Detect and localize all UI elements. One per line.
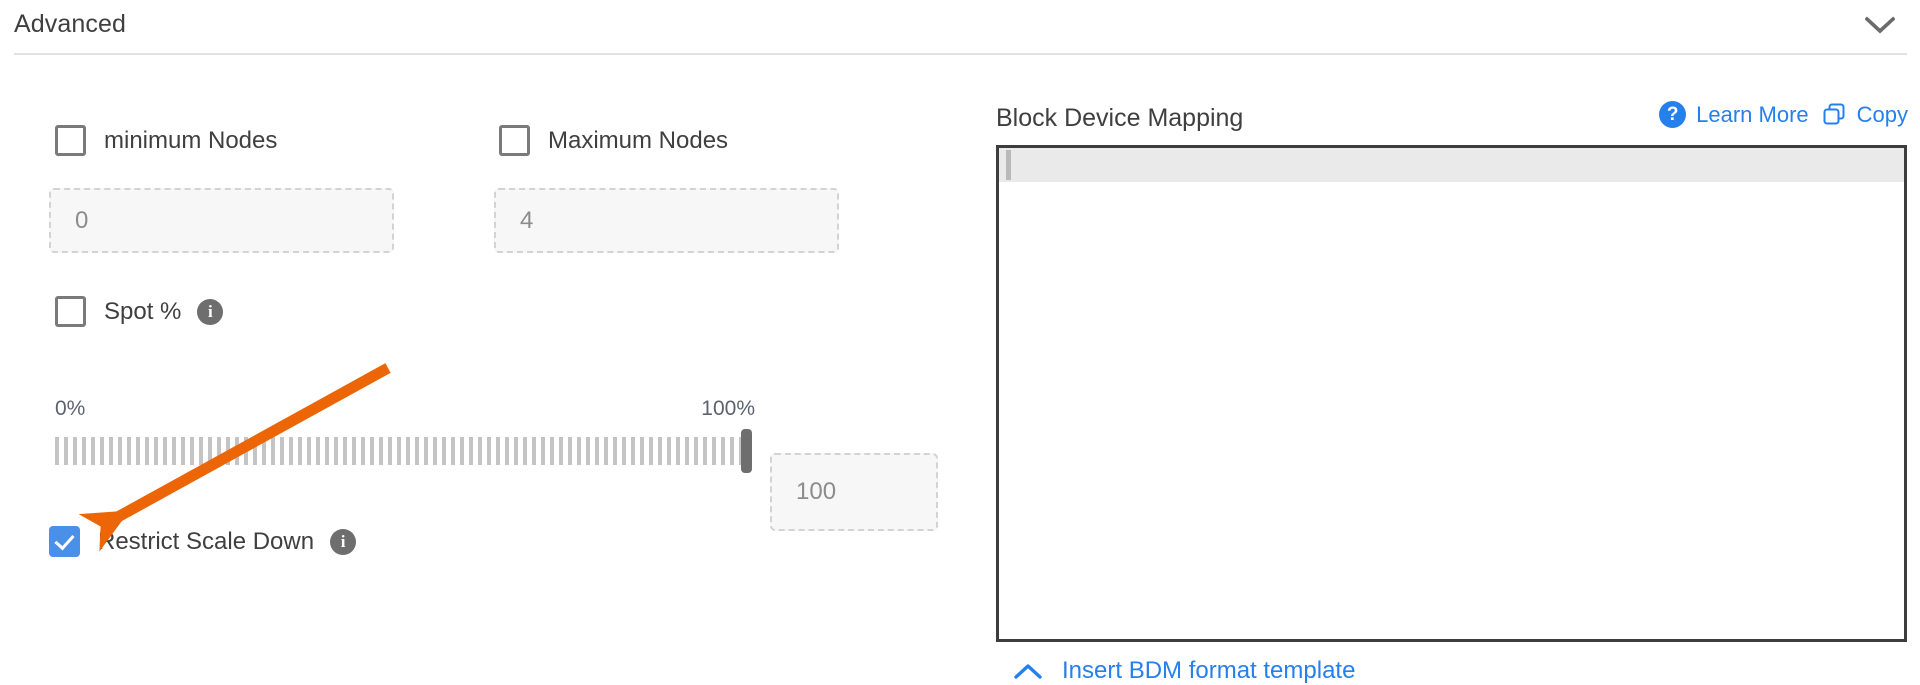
maximum-nodes-checkbox-row[interactable]: Maximum Nodes — [499, 125, 728, 156]
slider-thumb[interactable] — [741, 429, 752, 473]
spot-percent-value-input[interactable]: 100 — [770, 453, 938, 531]
maximum-nodes-checkbox[interactable] — [499, 125, 530, 156]
block-device-mapping-panel: Block Device Mapping ? Learn More Copy I… — [996, 53, 1920, 684]
restrict-scale-down-checkbox-row[interactable]: Restrict Scale Down i — [49, 526, 357, 557]
learn-more-link[interactable]: ? Learn More — [1659, 101, 1809, 128]
editor-caret — [1006, 150, 1011, 180]
copy-label: Copy — [1856, 101, 1908, 127]
info-icon[interactable]: i — [197, 298, 224, 325]
spot-percent-checkbox[interactable] — [55, 296, 86, 327]
learn-more-label: Learn More — [1696, 101, 1809, 127]
spot-percent-checkbox-row[interactable]: Spot % i — [55, 296, 224, 327]
spot-percent-label: Spot % — [104, 297, 182, 325]
minimum-nodes-input[interactable]: 0 — [49, 188, 394, 253]
maximum-nodes-label: Maximum Nodes — [548, 126, 729, 154]
slider-track[interactable] — [55, 437, 755, 465]
chevron-down-icon — [1865, 16, 1895, 34]
minimum-nodes-checkbox[interactable] — [55, 125, 86, 156]
block-device-mapping-actions: ? Learn More Copy — [1659, 101, 1908, 128]
insert-bdm-template-label: Insert BDM format template — [1062, 657, 1356, 684]
slider-max-label: 100% — [701, 397, 755, 420]
chevron-up-icon — [1014, 663, 1042, 679]
page-title: Advanced — [14, 10, 126, 38]
block-device-mapping-title: Block Device Mapping — [996, 104, 1244, 132]
copy-link[interactable]: Copy — [1822, 102, 1908, 128]
advanced-section-header: Advanced — [0, 0, 1920, 53]
maximum-nodes-input[interactable]: 4 — [494, 188, 839, 253]
slider-min-label: 0% — [55, 397, 86, 420]
header-divider — [14, 53, 1907, 55]
info-icon[interactable]: i — [330, 528, 357, 555]
editor-active-line — [999, 148, 1904, 182]
block-device-mapping-editor[interactable] — [996, 145, 1907, 642]
minimum-nodes-label: minimum Nodes — [104, 126, 278, 154]
spot-percent-slider[interactable]: 0% 100% — [55, 397, 755, 487]
collapse-section-button[interactable] — [1863, 8, 1897, 42]
copy-icon — [1823, 103, 1845, 125]
restrict-scale-down-checkbox[interactable] — [49, 526, 80, 557]
minimum-nodes-checkbox-row[interactable]: minimum Nodes — [55, 125, 277, 156]
insert-bdm-template-link[interactable]: Insert BDM format template — [1014, 657, 1355, 685]
question-circle-icon: ? — [1659, 101, 1687, 128]
restrict-scale-down-label: Restrict Scale Down — [98, 527, 315, 555]
advanced-left-column: minimum Nodes 0 Maximum Nodes 4 Spot % i… — [0, 53, 960, 656]
